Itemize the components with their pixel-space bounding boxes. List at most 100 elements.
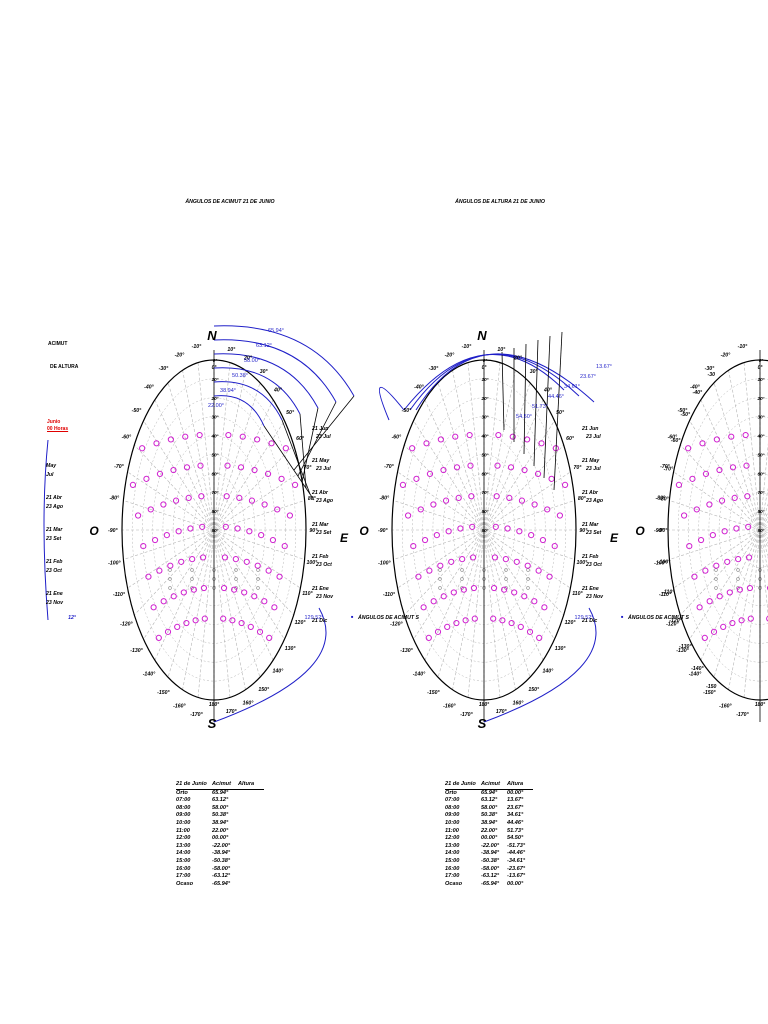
date-label: 23 Ago <box>315 498 333 504</box>
table-cell <box>238 866 264 874</box>
table-cell: -63.12° <box>481 873 500 880</box>
radial-gridline <box>437 529 485 678</box>
partial-azimuth-label: -130° <box>679 644 692 650</box>
azimuth-tick-label: -70° <box>114 464 124 470</box>
azimuth-tick-label: -120° <box>666 622 679 628</box>
azimuth-tick-label: -130° <box>676 648 689 654</box>
radial-gridline <box>759 529 768 557</box>
sun-position-marker <box>409 445 416 452</box>
sun-position-marker <box>531 501 538 508</box>
radial-gridline <box>700 399 761 531</box>
date-label: 21 Abr <box>581 490 599 496</box>
radial-gridline <box>167 529 215 678</box>
azimuth-tick-label: 80° <box>308 496 317 502</box>
date-label: 21 Feb <box>311 554 329 560</box>
azimuth-tick-label: -130° <box>400 648 413 654</box>
hour-dot <box>504 577 508 581</box>
hour-dot <box>714 568 718 572</box>
hour-dot <box>526 577 530 581</box>
radial-gridline <box>483 420 555 531</box>
west-label: O <box>635 524 645 538</box>
sun-position-marker <box>471 615 478 622</box>
table-cell: 15:00 <box>445 857 460 864</box>
azimuth-tick-label: -110° <box>113 592 126 598</box>
table-cell: 63.12° <box>481 797 498 804</box>
sun-position-marker <box>702 567 709 574</box>
table-row: 16:00-58.00° <box>176 866 264 874</box>
sun-position-marker <box>160 598 167 605</box>
sun-position-marker <box>681 512 688 519</box>
sun-position-marker <box>459 556 466 563</box>
grid-layer <box>122 360 768 700</box>
azimuth-tick-label: -90° <box>654 528 664 534</box>
radial-gridline <box>143 420 215 531</box>
sun-position-marker <box>417 506 424 513</box>
radial-gridline <box>213 529 285 640</box>
hour-dot <box>234 586 238 590</box>
azimuth-tick-label: 120° <box>295 620 307 626</box>
sun-position-marker <box>232 556 239 563</box>
azimuth-tick-label: -50° <box>132 408 142 414</box>
partial-azimuth-label: -70° <box>664 466 674 472</box>
sun-position-marker <box>153 440 160 447</box>
sun-position-marker <box>504 525 511 532</box>
sun-position-marker <box>524 436 531 443</box>
table-row: 13:00-22.00° <box>176 843 264 851</box>
table-cell: -65.94° <box>212 880 231 887</box>
azimuth-arc <box>213 367 301 415</box>
table-cell: 11:00 <box>445 827 459 834</box>
radial-gridline <box>397 529 485 589</box>
table-cell: 00.00° <box>212 835 229 842</box>
sun-position-marker <box>735 556 742 563</box>
sun-position-marker <box>720 623 727 631</box>
sun-position-marker <box>511 589 518 596</box>
radial-gridline <box>759 529 768 549</box>
radial-gridline <box>213 370 246 531</box>
azimuth-arc <box>213 395 265 427</box>
azimuth-tick-label: 0° <box>482 365 488 371</box>
table-cell: 54.50° <box>507 835 524 842</box>
sun-position-marker <box>248 497 256 504</box>
sun-position-marker <box>724 558 731 565</box>
table-cell <box>238 812 264 820</box>
altitude-scale-label: 0° <box>759 358 764 363</box>
date-label: 21 Mar <box>311 522 329 528</box>
altitude-scale-label: 90° <box>212 528 219 533</box>
sun-position-marker <box>548 475 555 482</box>
date-label: 23 Nov <box>315 594 334 600</box>
label-layer: 10°20°30°40°50°60°70°80°90°100°110°120°1… <box>45 198 766 731</box>
radial-gridline <box>743 529 761 698</box>
azimuth-tick-label: -170° <box>190 712 203 718</box>
sun-position-marker <box>278 475 285 482</box>
hour-dot <box>460 577 464 581</box>
altitude-ring <box>729 473 768 587</box>
azimuth-tick-label: -120° <box>120 622 133 628</box>
sun-position-marker <box>271 604 278 611</box>
sun-position-marker <box>167 562 174 569</box>
table-row: 15:00-50.38°-34.61° <box>445 858 533 866</box>
altitude-arc-outer <box>378 387 405 421</box>
sun-position-marker <box>766 585 768 591</box>
azimuth-tick-label: 110° <box>302 591 313 597</box>
table-cell: -38.94° <box>481 850 500 857</box>
azimuth-tick-label: -170° <box>736 712 749 718</box>
radial-gridline <box>728 370 761 531</box>
azimuth-tick-label: -50° <box>402 408 412 414</box>
sun-position-marker <box>721 528 728 535</box>
radial-gridline <box>413 420 485 531</box>
radial-gridline <box>483 529 531 678</box>
table-row: Ocaso-65.94°00.00° <box>445 881 533 889</box>
table-cell: 09:00 <box>445 812 460 819</box>
sun-position-marker <box>470 584 478 592</box>
azimuth-tick-label: -10° <box>738 344 748 350</box>
table-cell: 07:00 <box>445 797 460 804</box>
table-cell <box>238 790 264 798</box>
altitude-scale-label: 80° <box>758 509 765 514</box>
hour-dot <box>190 586 194 590</box>
sun-position-marker <box>726 589 733 596</box>
azimuth-tick-label: 40° <box>273 387 283 393</box>
table-cell: Orto <box>445 789 457 796</box>
altitude-ring <box>739 491 768 569</box>
sun-position-marker <box>254 436 261 443</box>
